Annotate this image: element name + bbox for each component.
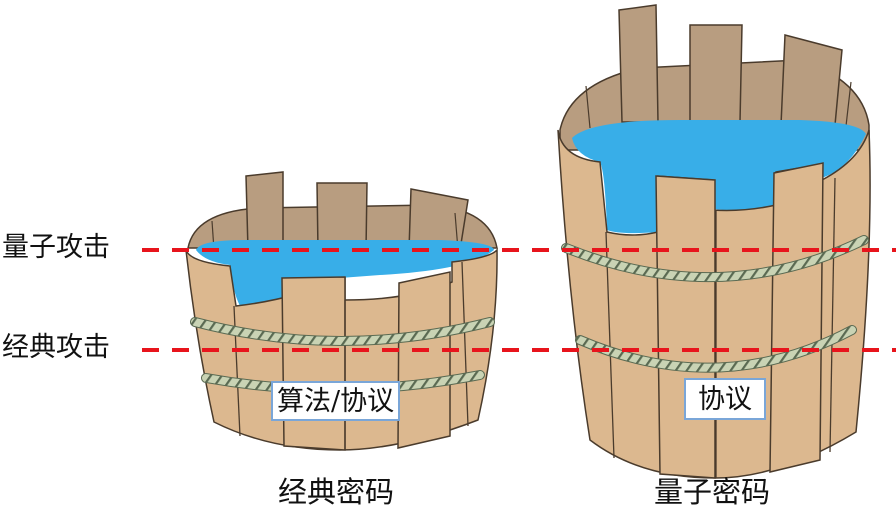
quantum-attack-label: 量子攻击 xyxy=(2,232,110,263)
classical-attack-label: 经典攻击 xyxy=(2,332,110,363)
quantum-bucket-tag: 协议 xyxy=(684,378,766,420)
classical-tall-stave-2 xyxy=(316,182,368,251)
classical-front-stave-1 xyxy=(281,276,346,451)
classical-bucket-caption: 经典密码 xyxy=(278,475,395,509)
quantum-tall-stave-3 xyxy=(780,34,843,126)
classical-front-stave-2 xyxy=(397,271,451,449)
classical-tall-stave-1 xyxy=(245,171,284,251)
quantum-front-stave-2 xyxy=(769,162,824,473)
quantum-tall-stave-1 xyxy=(618,4,659,123)
quantum-tall-stave-2 xyxy=(689,24,743,123)
quantum-water xyxy=(572,120,866,234)
quantum-bucket-caption: 量子密码 xyxy=(654,475,771,509)
quantum-front-stave-1 xyxy=(655,175,716,479)
quantum-stave-lines xyxy=(605,177,836,478)
classical-bucket-tag: 算法/协议 xyxy=(271,381,401,421)
quantum-inner-stave-lines xyxy=(585,81,852,129)
classical-water xyxy=(196,240,494,306)
quantum-bucket xyxy=(557,4,871,479)
